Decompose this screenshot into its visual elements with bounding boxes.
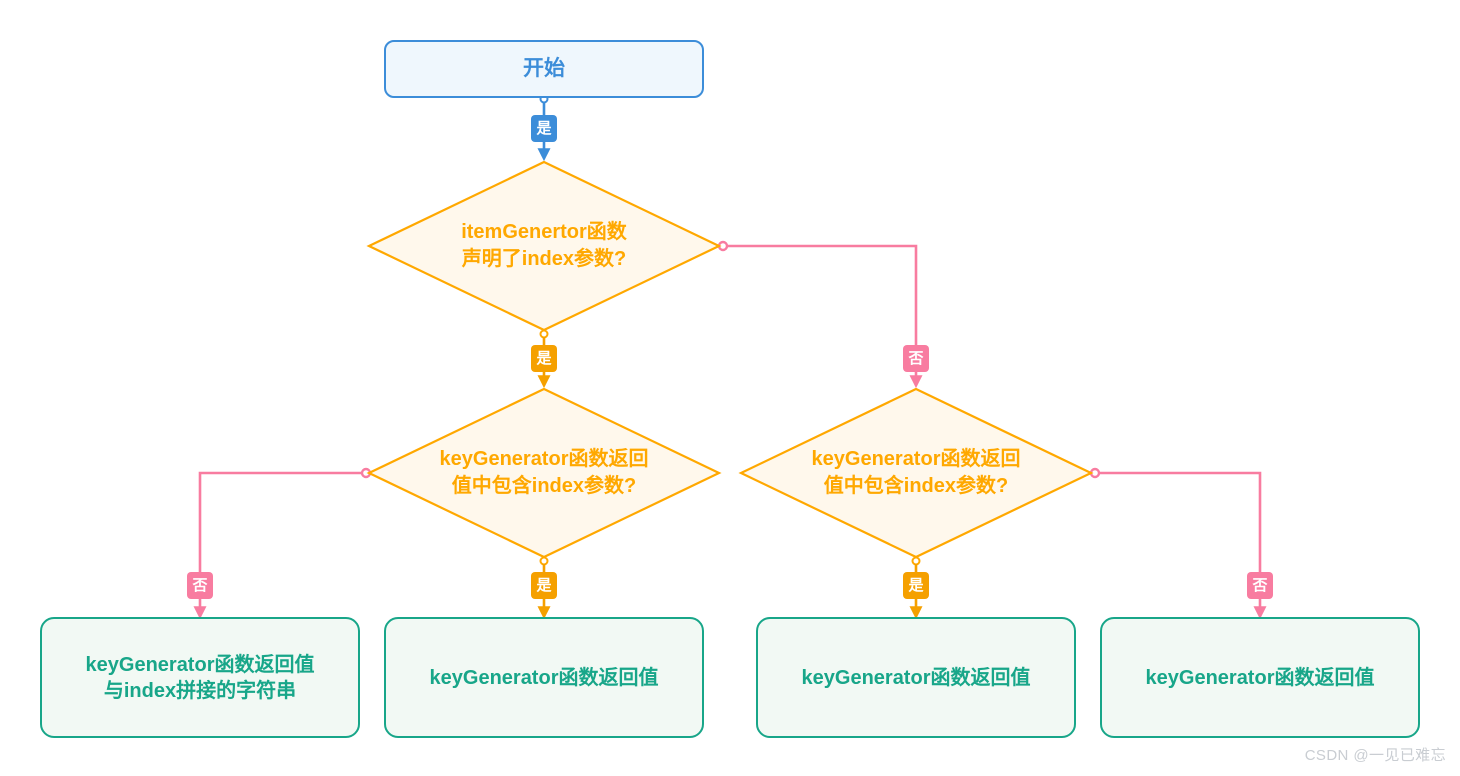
diamond-shape — [366, 160, 722, 332]
edge-decision2-to-result1 — [193, 467, 372, 620]
edge-label-decision2-to-result1: 否 — [187, 572, 213, 599]
diamond-shape — [366, 387, 722, 559]
edge-label-decision3-to-result3: 是 — [903, 572, 929, 599]
edge-label-decision1-to-decision3: 否 — [903, 345, 929, 372]
node-decision-1[interactable]: itemGenertor函数 声明了index参数? — [366, 159, 722, 333]
node-decision-3-label: keyGenerator函数返回 值中包含index参数? — [811, 448, 1021, 497]
node-result-4[interactable]: keyGenerator函数返回值 — [1100, 617, 1420, 738]
edge-label-decision1-to-decision2: 是 — [531, 345, 557, 372]
watermark: CSDN @一见已难忘 — [1304, 747, 1446, 764]
edge-label-start-to-decision1: 是 — [531, 115, 557, 142]
node-result-2[interactable]: keyGenerator函数返回值 — [384, 617, 704, 738]
node-result-1[interactable]: keyGenerator函数返回值 与index拼接的字符串 — [40, 617, 360, 738]
node-start[interactable]: 开始 — [384, 40, 704, 98]
node-result-3[interactable]: keyGenerator函数返回值 — [756, 617, 1076, 738]
edge-label-decision2-to-result2: 是 — [531, 572, 557, 599]
node-decision-1-label: itemGenertor函数 声明了index参数? — [461, 221, 627, 270]
edge-label-decision3-to-result4: 否 — [1247, 572, 1273, 599]
edge-decision3-to-result4 — [1089, 467, 1267, 620]
edge-decision1-to-decision3 — [717, 240, 923, 389]
node-decision-2-label: keyGenerator函数返回 值中包含index参数? — [439, 448, 649, 497]
node-decision-3[interactable]: keyGenerator函数返回 值中包含index参数? — [738, 386, 1094, 560]
node-decision-2[interactable]: keyGenerator函数返回 值中包含index参数? — [366, 386, 722, 560]
diamond-shape — [738, 387, 1094, 559]
